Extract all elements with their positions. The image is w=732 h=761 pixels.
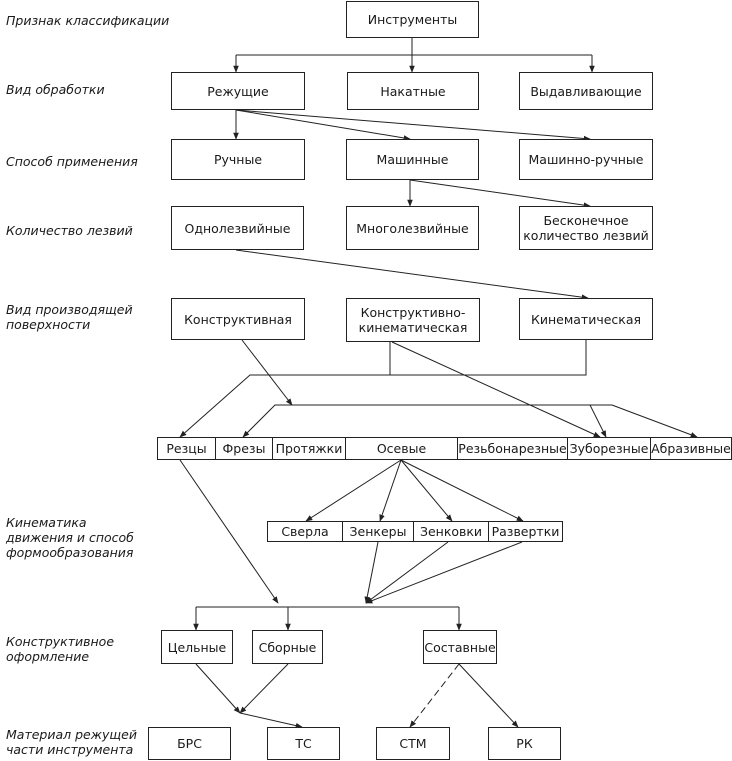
node-single-blade: Однолезвийные — [171, 206, 304, 250]
connector — [379, 459, 402, 522]
connector — [235, 249, 589, 300]
node-kinematic: Кинематическая — [519, 298, 653, 340]
connector — [409, 663, 460, 728]
connector — [364, 541, 379, 604]
connector — [242, 404, 612, 438]
level-label-classification: Признак классификации — [6, 13, 170, 28]
node-composite: Составные — [423, 630, 497, 664]
node-manual: Ручные — [171, 139, 305, 180]
connector — [365, 541, 449, 604]
level-label-surface: Вид производящей поверхности — [6, 302, 133, 332]
node-mills: Фрезы — [215, 437, 273, 460]
node-hss: БРС — [148, 727, 231, 760]
node-hard-alloy: ТС — [267, 727, 340, 760]
level-label-material: Материал режущей части инструмента — [6, 727, 137, 757]
connector — [239, 712, 303, 729]
node-counterbores: Зенковки — [413, 521, 489, 542]
connector — [365, 541, 523, 604]
node-instruments: Инструменты — [346, 1, 479, 38]
level-label-kinematics: Кинематика движения и способ формообразо… — [6, 515, 134, 560]
connector — [400, 459, 453, 522]
node-drills: Сверла — [267, 521, 343, 542]
node-broaches: Протяжки — [272, 437, 346, 460]
connector — [400, 459, 524, 522]
node-stm: СТМ — [376, 727, 450, 760]
node-solid: Цельные — [161, 630, 233, 664]
node-rolling: Накатные — [347, 72, 479, 110]
node-cutters: Резцы — [157, 437, 216, 460]
node-multi-blade: Многолезвийные — [346, 206, 479, 250]
node-gear-cutting: Зуборезные — [567, 437, 651, 460]
node-constructive-kinematic: Конструктивно-кинематическая — [346, 298, 480, 342]
node-countersinks: Зенкеры — [342, 521, 414, 542]
node-machine-manual: Машинно-ручные — [519, 139, 653, 180]
connector — [179, 340, 587, 438]
node-infinite-blades: Бесконечное количество лезвий — [519, 206, 653, 250]
connector — [458, 663, 519, 728]
node-axial: Осевые — [345, 437, 458, 460]
node-reamers: Развертки — [488, 521, 563, 542]
connector — [235, 109, 591, 142]
level-label-blades: Количество лезвий — [6, 223, 133, 238]
node-abrasive: Абразивные — [650, 437, 732, 460]
connector — [305, 459, 402, 522]
connector — [179, 459, 279, 604]
connector — [409, 179, 591, 208]
connector — [611, 404, 698, 438]
connector — [239, 663, 289, 714]
node-cutting: Режущие — [171, 72, 305, 110]
node-assembled: Сборные — [252, 630, 323, 664]
connector — [195, 663, 241, 714]
node-threading: Резьбонарезные — [457, 437, 568, 460]
level-label-design: Конструктивное оформление — [6, 634, 115, 664]
node-constructive: Конструктивная — [171, 298, 305, 340]
connector — [235, 109, 411, 141]
level-label-application: Способ применения — [6, 154, 138, 169]
connector — [589, 404, 607, 438]
connector — [391, 341, 601, 438]
node-machine: Машинные — [346, 139, 479, 180]
level-label-processing: Вид обработки — [6, 82, 105, 97]
node-rk: РК — [488, 727, 561, 760]
connector — [241, 339, 293, 406]
node-extruding: Выдавливающие — [519, 72, 653, 110]
